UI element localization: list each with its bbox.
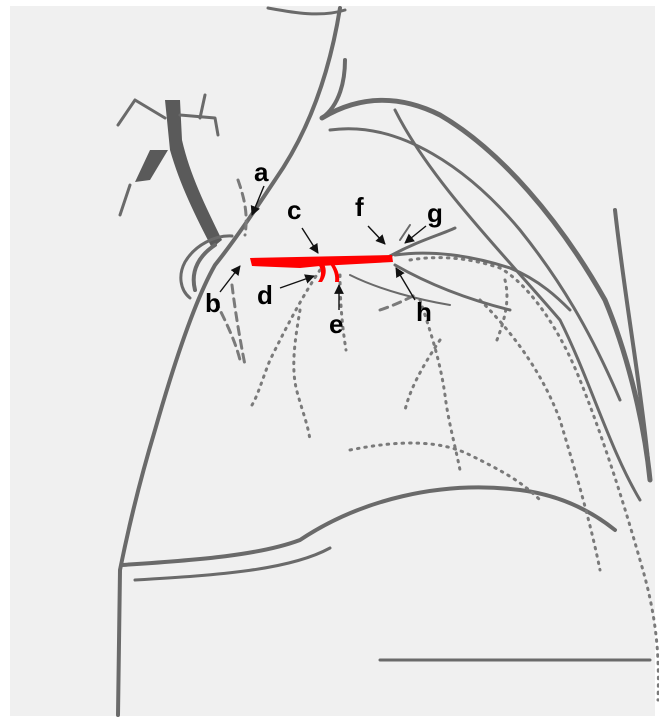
- svg-text:f: f: [355, 192, 364, 222]
- svg-text:g: g: [427, 198, 443, 228]
- svg-text:b: b: [205, 288, 221, 318]
- svg-text:d: d: [257, 280, 273, 310]
- svg-text:a: a: [254, 157, 269, 187]
- svg-text:c: c: [287, 195, 301, 225]
- svg-text:e: e: [329, 309, 343, 339]
- svg-text:h: h: [416, 297, 432, 327]
